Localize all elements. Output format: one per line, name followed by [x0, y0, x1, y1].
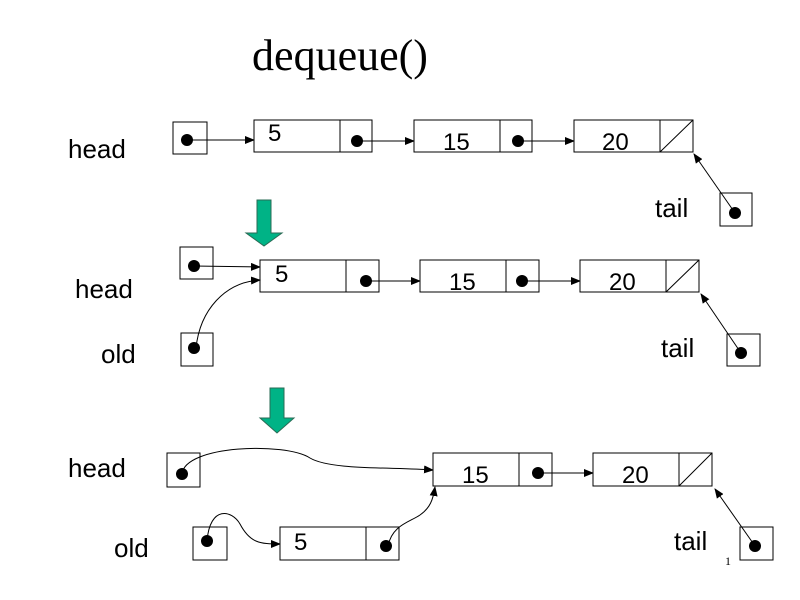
page-number: 1 [725, 554, 731, 568]
head-pointer-box [179, 246, 214, 280]
head-pointer-box [172, 121, 208, 155]
list-node-15: 15 [419, 259, 540, 296]
null-pointer-slash [659, 119, 694, 153]
tail-label: tail [655, 193, 688, 223]
stage-after: head 15 20 old 5 [68, 447, 774, 563]
list-node-5: 5 [259, 259, 380, 293]
transition-down-arrow [244, 199, 284, 247]
tail-pointer-box [726, 333, 761, 367]
old-pointer-box [180, 332, 214, 367]
old-arrow [206, 512, 281, 548]
tail-arrow [714, 488, 756, 547]
list-node-20: 20 [592, 452, 713, 489]
page-title: dequeue() [252, 31, 428, 80]
stage-before: head 5 15 20 tail [68, 119, 753, 227]
list-node-5: 5 [253, 119, 373, 153]
node-value: 5 [268, 120, 281, 147]
tail-arrow [700, 293, 742, 354]
tail-arrow [693, 153, 736, 214]
pointer-dot [188, 342, 200, 354]
head-arrow [193, 262, 261, 271]
head-label: head [68, 453, 126, 483]
node-value: 5 [294, 529, 307, 556]
node-value: 20 [602, 129, 629, 156]
stage-save-old: head 5 15 20 old [75, 246, 761, 369]
transition-down-arrow [258, 387, 296, 434]
list-node-20: 20 [573, 119, 694, 156]
node-value: 5 [275, 261, 288, 288]
old-arrow [195, 276, 261, 349]
node-value: 15 [449, 269, 476, 296]
head-arrow [181, 447, 434, 475]
next-pointer-dot [380, 540, 392, 552]
tail-label: tail [661, 333, 694, 363]
old-label: old [114, 533, 149, 563]
node-value: 20 [622, 462, 649, 489]
list-node-15: 15 [432, 452, 553, 489]
tail-pointer-box [719, 192, 753, 227]
tail-label: tail [674, 526, 707, 556]
list-node-20: 20 [579, 259, 700, 296]
null-pointer-slash [665, 259, 700, 293]
node-value: 15 [462, 462, 489, 489]
old-pointer-box [192, 526, 228, 561]
node-value: 15 [443, 129, 470, 156]
old-label: old [101, 339, 136, 369]
head-label: head [75, 274, 133, 304]
node-value: 20 [609, 269, 636, 296]
detached-node-5: 5 [279, 526, 400, 561]
head-label: head [68, 134, 126, 164]
list-node-15: 15 [413, 119, 533, 156]
null-pointer-slash [678, 452, 713, 487]
detached-next-arrow [387, 486, 438, 547]
